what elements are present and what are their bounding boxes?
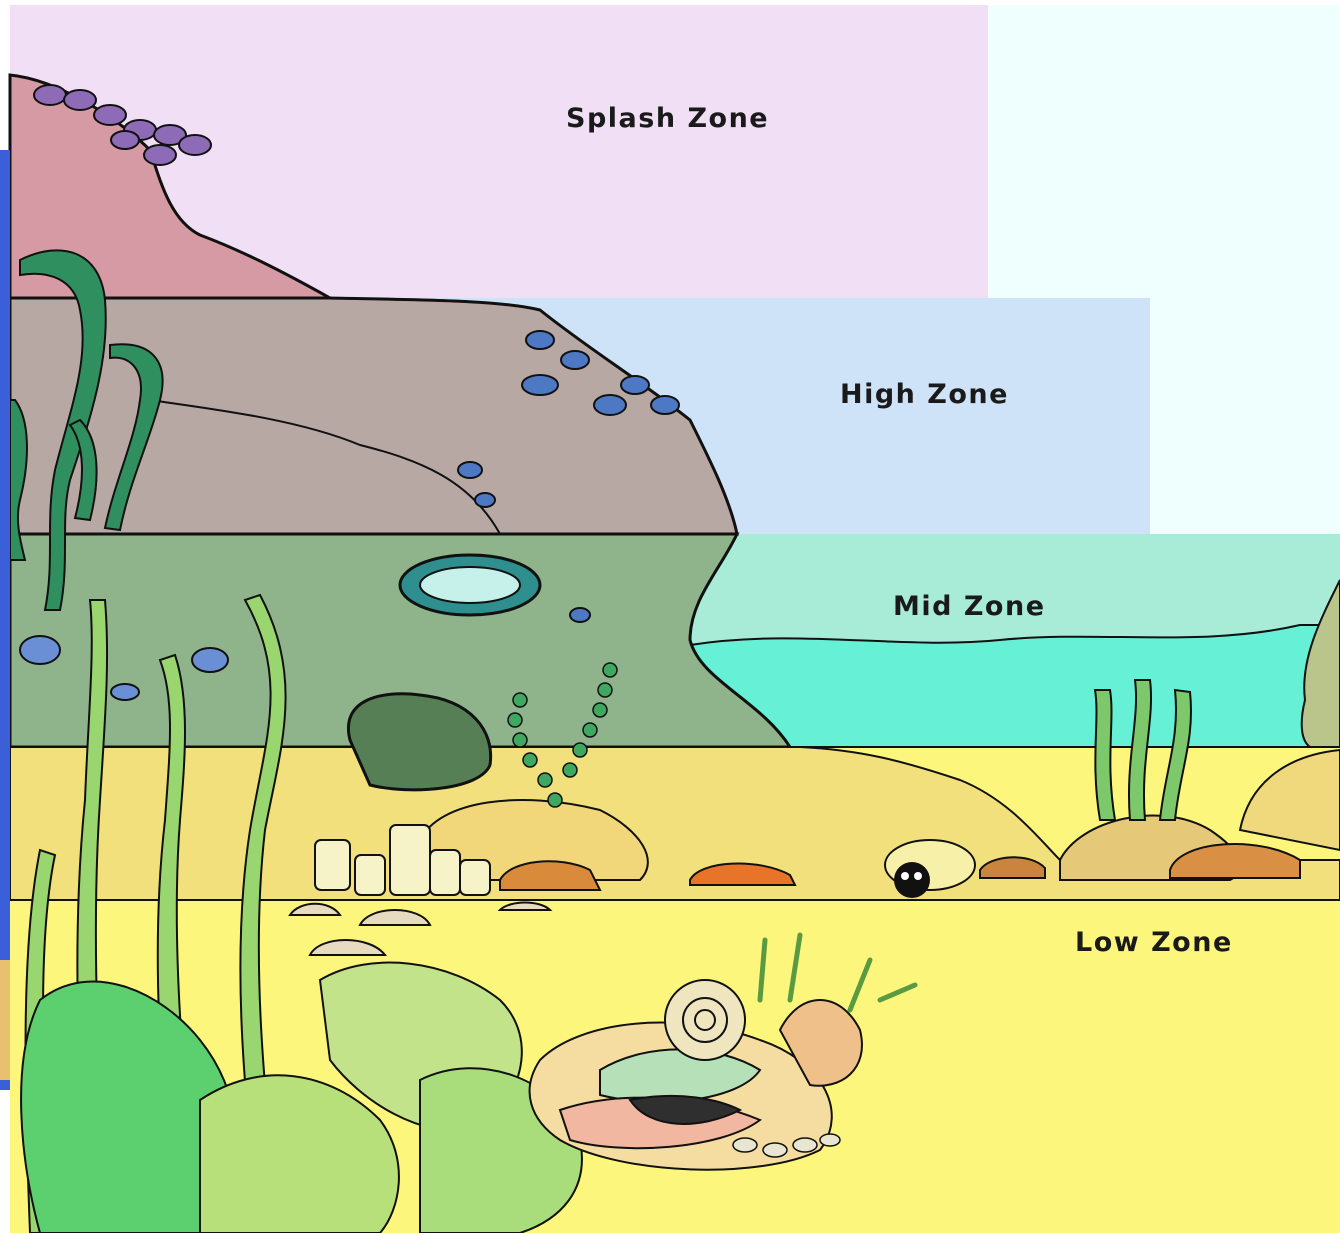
- left-edge-strip: [0, 150, 10, 1090]
- left-edge-strip-accent: [0, 960, 10, 1080]
- splash-zone-label: Splash Zone: [566, 103, 769, 134]
- seaweed-right: [1095, 680, 1191, 820]
- low-zone-label: Low Zone: [1075, 927, 1233, 958]
- water-surface: [690, 625, 1340, 747]
- sea-anemone: [400, 555, 540, 615]
- high-zone-label: High Zone: [840, 379, 1009, 410]
- mid-zone-label: Mid Zone: [893, 591, 1046, 622]
